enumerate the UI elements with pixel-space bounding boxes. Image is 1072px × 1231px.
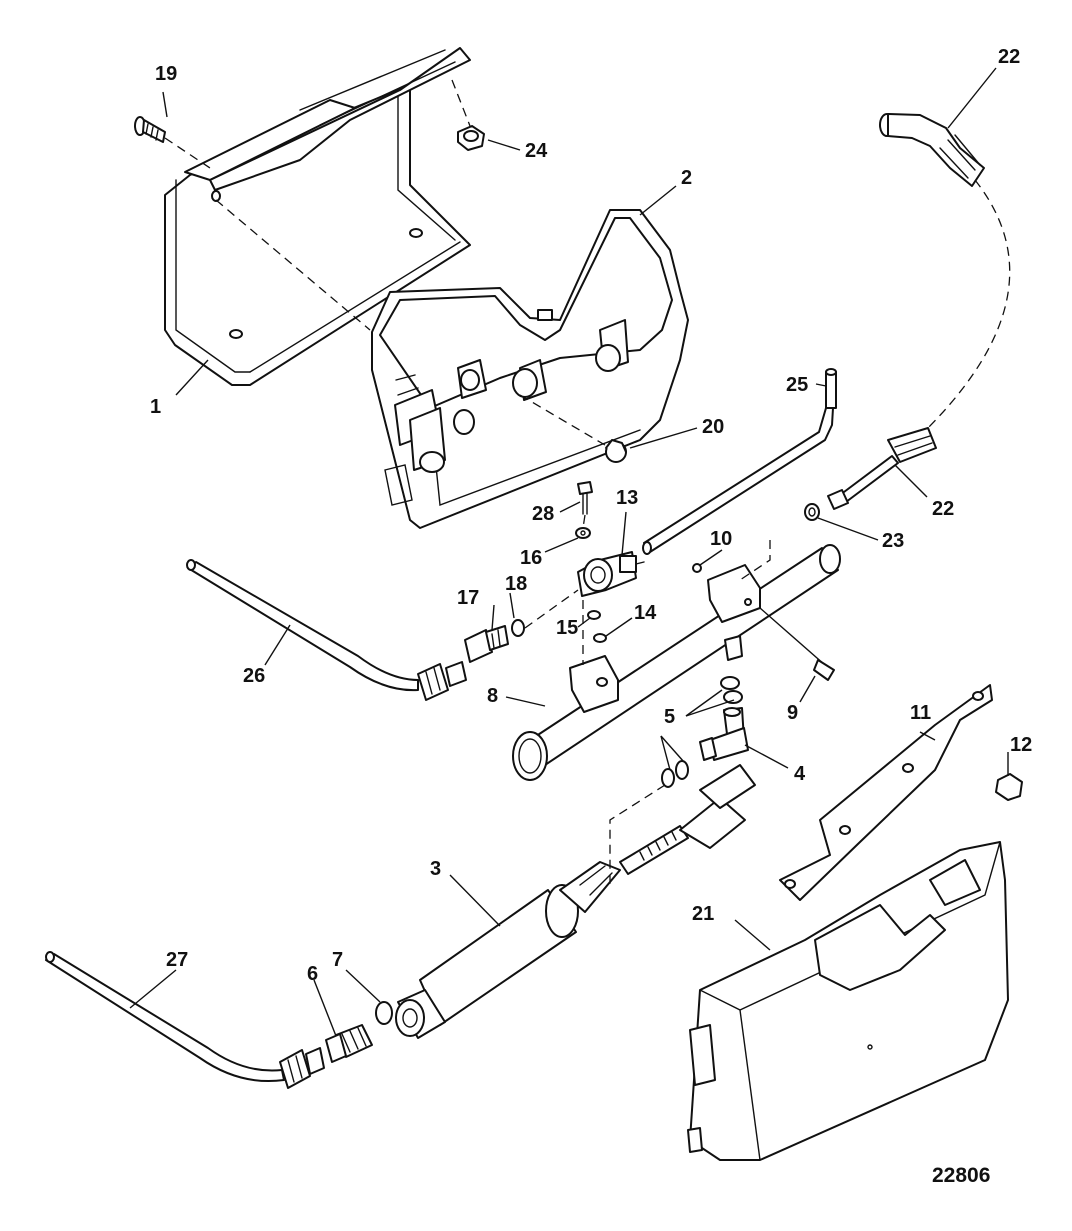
leader-lines <box>129 67 1009 1037</box>
callout-22-bottom: 22 <box>932 498 954 520</box>
callout-17: 17 <box>457 587 479 609</box>
part-7-filter <box>375 1001 393 1025</box>
part-9-screw <box>759 607 835 681</box>
part-5-o-rings <box>661 676 743 788</box>
callout-27: 27 <box>166 949 188 971</box>
part-20-grommet <box>605 439 627 463</box>
part-12-nut <box>995 773 1023 801</box>
part-23-o-ring <box>804 503 820 521</box>
callout-4: 4 <box>794 763 806 785</box>
part-26-fuel-line <box>186 559 467 701</box>
callout-22-top: 22 <box>998 46 1020 68</box>
callout-26: 26 <box>243 665 265 687</box>
callout-3: 3 <box>430 858 441 880</box>
part-25-tube <box>642 368 837 555</box>
callout-13: 13 <box>616 487 638 509</box>
part-15-o-ring <box>587 610 601 620</box>
callout-8: 8 <box>487 685 498 707</box>
callout-25: 25 <box>786 374 808 396</box>
callout-9: 9 <box>787 702 798 724</box>
callout-15: 15 <box>556 617 578 639</box>
callout-10: 10 <box>710 528 732 550</box>
part-17-fitting <box>464 625 509 663</box>
part-13-pressure-regulator <box>577 551 645 597</box>
part-24-nut <box>451 79 485 151</box>
callout-19: 19 <box>155 63 177 85</box>
part-27-fuel-line <box>45 951 325 1089</box>
callout-16: 16 <box>520 547 542 569</box>
part-19-screw <box>134 116 211 169</box>
part-18-o-ring <box>511 589 579 637</box>
callout-7: 7 <box>332 949 343 971</box>
callout-5: 5 <box>664 706 675 728</box>
part-16-washer <box>575 527 591 539</box>
callout-2: 2 <box>681 167 692 189</box>
callout-1: 1 <box>150 396 161 418</box>
callout-21: 21 <box>692 903 714 925</box>
callout-11: 11 <box>910 702 931 724</box>
callout-labels: 19 1 2 24 22 25 20 22 23 28 16 13 10 18 … <box>150 46 1032 1187</box>
part-14-o-ring <box>593 633 607 643</box>
part-10-plug <box>692 563 702 573</box>
part-21-cover <box>687 841 1009 1161</box>
part-1-mounting-bracket <box>164 47 471 386</box>
callout-28: 28 <box>532 503 554 525</box>
part-22-fuel-hose <box>827 113 1011 510</box>
part-8-fuel-rail <box>512 540 841 781</box>
callout-14: 14 <box>634 602 657 624</box>
callout-6: 6 <box>307 963 318 985</box>
part-6-fitting <box>325 1024 373 1063</box>
figure-number: 22806 <box>932 1164 990 1187</box>
part-11-bracket <box>779 684 993 901</box>
callout-24: 24 <box>525 140 548 162</box>
callout-20: 20 <box>702 416 724 438</box>
part-4-elbow-fitting <box>699 707 749 761</box>
part-28-screw <box>577 481 593 529</box>
callout-23: 23 <box>882 530 904 552</box>
part-3-fuel-pump <box>395 764 756 1039</box>
callout-12: 12 <box>1010 734 1032 756</box>
callout-18: 18 <box>505 573 527 595</box>
